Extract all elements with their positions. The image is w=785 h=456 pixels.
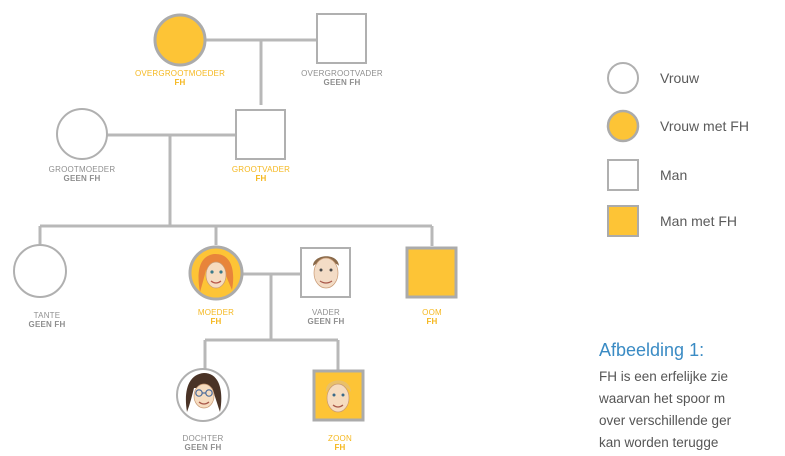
tante-symbol (13, 244, 67, 298)
overgrootmoeder-symbol (153, 13, 207, 67)
moeder-symbol (188, 245, 244, 301)
member-status: GEEN FH (307, 317, 345, 326)
member-name: MOEDER (197, 308, 235, 317)
caption-line: FH is een erfelijke zie (599, 369, 729, 384)
member-status: GEEN FH (63, 174, 101, 183)
oom-symbol (405, 246, 458, 299)
member-status: GEEN FH (184, 443, 222, 452)
member-name: OVERGROOTVADER (301, 69, 383, 78)
girl-face-icon (185, 373, 222, 412)
member-status: GEEN FH (323, 78, 361, 87)
legend-man-met-fh-symbol (607, 205, 639, 237)
dochter-symbol (176, 368, 230, 422)
grootmoeder-symbol (56, 108, 108, 160)
member-name: TANTE (33, 311, 61, 320)
label-oom: OOM FH (392, 308, 472, 326)
label-dochter: DOCHTER GEEN FH (163, 434, 243, 452)
boy-face-icon (325, 380, 351, 413)
legend-vrouw-symbol (607, 62, 639, 94)
member-name: GROOTVADER (231, 165, 291, 174)
label-overgrootvader: OVERGROOTVADER GEEN FH (282, 69, 402, 87)
label-zoon: ZOON FH (300, 434, 380, 452)
caption-title: Afbeelding 1: (599, 340, 705, 360)
legend-vrouw-met-fh-symbol (606, 109, 640, 143)
member-name: VADER (312, 308, 340, 317)
caption-line: over verschillende ger (599, 413, 732, 428)
member-status: FH (210, 317, 222, 326)
member-name: ZOON (328, 434, 352, 443)
vader-symbol (300, 247, 351, 298)
label-moeder: MOEDER FH (176, 308, 256, 326)
legend-man-symbol (607, 159, 639, 191)
member-status: FH (334, 443, 346, 452)
man-face-icon (313, 256, 339, 289)
member-status: GEEN FH (28, 320, 66, 329)
label-tante: TANTE GEEN FH (0, 311, 94, 329)
member-name: GROOTMOEDER (48, 165, 116, 174)
grootvader-symbol (235, 109, 286, 160)
member-status: FH (174, 78, 186, 87)
label-grootmoeder: GROOTMOEDER GEEN FH (22, 165, 142, 183)
label-vader: VADER GEEN FH (286, 308, 366, 326)
legend-label-vrouw-met-fh: Vrouw met FH (660, 118, 749, 134)
legend-label-vrouw: Vrouw (660, 70, 700, 86)
member-status: FH (426, 317, 438, 326)
overgrootvader-symbol (316, 13, 367, 64)
member-name: OVERGROOTMOEDER (134, 69, 226, 78)
zoon-symbol (312, 369, 365, 422)
legend-label-man-met-fh: Man met FH (660, 213, 738, 229)
woman-face-icon (198, 253, 234, 292)
caption-line: waarvan het spoor m (599, 391, 726, 406)
legend-symbols (606, 62, 640, 237)
member-name: OOM (422, 308, 442, 317)
pedigree-connectors (38, 38, 434, 370)
member-name: DOCHTER (182, 434, 224, 443)
caption-line: kan worden terugge (599, 435, 719, 450)
label-grootvader: GROOTVADER FH (201, 165, 321, 183)
legend-label-man: Man (660, 167, 688, 183)
member-status: FH (255, 174, 267, 183)
label-overgrootmoeder: OVERGROOTMOEDER FH (120, 69, 240, 87)
